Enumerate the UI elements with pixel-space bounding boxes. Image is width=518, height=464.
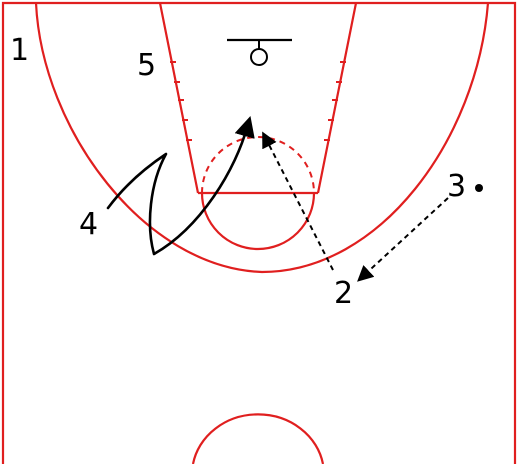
basket-rim (250, 48, 268, 66)
three-point-arc (34, 2, 490, 274)
player-2-label: 2 (334, 276, 353, 311)
free-throw-circle-solid (200, 192, 316, 251)
lane-hash-marks (170, 61, 346, 141)
player-3-label: 3 (447, 169, 466, 204)
pass-2-to-4 (262, 131, 334, 271)
player-4-label: 4 (79, 207, 98, 242)
lane-right-line (316, 2, 358, 194)
pass-3-to-2 (357, 197, 449, 282)
center-circle (191, 413, 325, 464)
ball-marker (475, 184, 483, 192)
free-throw-circle-dashed (201, 136, 315, 194)
player-4-cut-path (106, 122, 250, 256)
player-4-cut-arrowhead (234, 116, 255, 139)
player-5-label: 5 (137, 48, 156, 83)
lane-left-line (158, 2, 200, 194)
player-1-label: 1 (10, 33, 29, 68)
